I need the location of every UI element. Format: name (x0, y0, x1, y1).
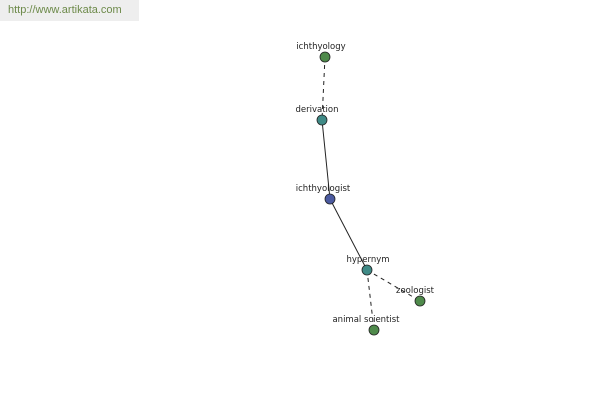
node-label-hypernym: hypernym (346, 255, 389, 265)
edge-hypernym-zoologist (366, 269, 421, 302)
node-label-derivation: derivation (295, 105, 338, 115)
node-derivation[interactable] (316, 114, 328, 126)
edge-hypernym-animal-scientist (366, 269, 375, 331)
edge-ichthyologist-hypernym (329, 198, 368, 271)
node-animal-scientist[interactable] (368, 324, 380, 336)
edge-derivation-ichthyologist (321, 119, 331, 200)
edge-ichthyology-derivation (321, 56, 326, 121)
node-hypernym[interactable] (361, 264, 373, 276)
node-label-animal-scientist: animal scientist (332, 315, 400, 325)
site-url-link[interactable]: http://www.artikata.com (0, 0, 139, 21)
node-label-ichthyologist: ichthyologist (296, 184, 351, 194)
node-zoologist[interactable] (414, 295, 426, 307)
node-label-zoologist: zoologist (396, 286, 435, 296)
node-ichthyology[interactable] (319, 51, 331, 63)
node-label-ichthyology: ichthyology (296, 42, 345, 52)
node-ichthyologist[interactable] (324, 193, 336, 205)
